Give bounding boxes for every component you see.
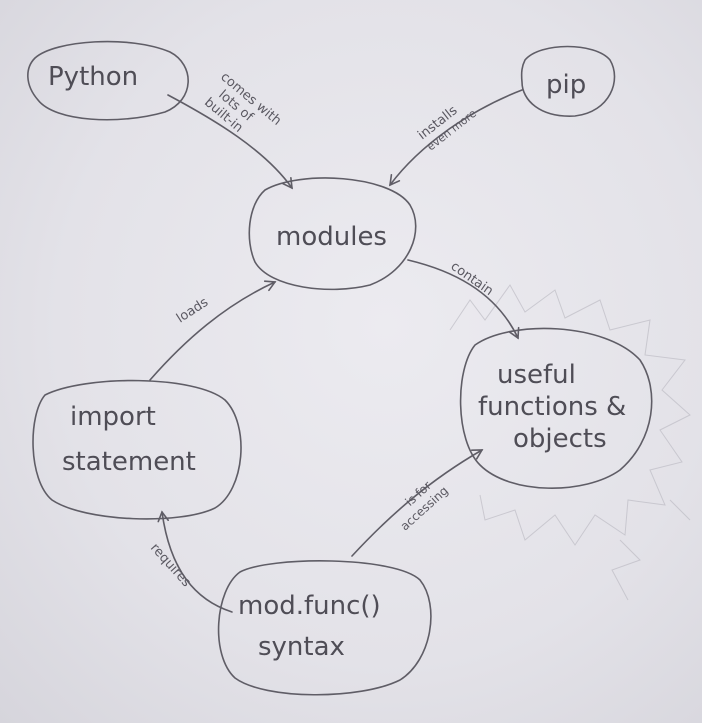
node-useful: useful functions & objects [459,327,653,489]
node-modules-label: modules [276,222,387,252]
edge-modules-useful-arrow [407,259,520,340]
edge-import-modules-label: loads [174,295,211,327]
node-import-line-2: statement [62,447,196,477]
edge-pip-modules-arrow [389,89,523,187]
node-syntax-ellipse [217,560,432,696]
node-import: import statement [32,379,242,520]
node-modules: modules [248,177,417,291]
node-python: Python [27,40,189,121]
edge-syntax-import: requires [147,510,233,613]
node-python-ellipse [27,40,189,121]
node-import-ellipse [32,379,242,520]
node-pip: pip [520,45,616,117]
node-useful-line-3: objects [513,424,607,454]
node-modules-ellipse [248,177,417,291]
node-python-label: Python [48,62,138,92]
node-syntax-line-2: syntax [258,632,345,662]
node-useful-ellipse [459,327,653,489]
edge-python-modules-arrow [167,94,293,190]
node-useful-line-2: functions & [478,392,626,422]
node-useful-line-1: useful [497,360,576,390]
edge-modules-useful: contain [407,259,520,340]
node-syntax: mod.func() syntax [217,560,432,696]
edge-import-modules-arrow [149,280,277,381]
edge-syntax-useful-arrow [351,449,484,557]
node-syntax-line-1: mod.func() [238,591,381,621]
node-pip-label: pip [546,70,586,100]
edge-syntax-import-arrow [157,510,233,613]
edge-modules-useful-label: contain [448,259,496,299]
edge-pip-modules: installs even more [389,89,523,187]
edge-python-modules: comes with lots of built-in [167,70,293,190]
starburst-scribble [449,284,691,601]
edge-import-modules: loads [149,280,277,381]
node-pip-ellipse [520,45,616,117]
edge-syntax-useful: is for accessing [351,449,484,557]
node-import-line-1: import [70,402,156,432]
